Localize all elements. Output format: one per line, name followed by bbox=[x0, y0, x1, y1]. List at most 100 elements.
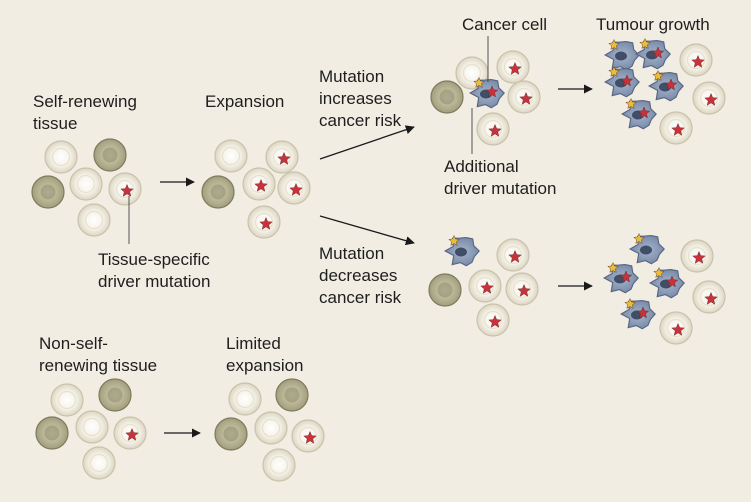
differentiated-cell bbox=[430, 80, 464, 114]
red-star-icon bbox=[488, 314, 502, 328]
red-star-icon bbox=[692, 250, 706, 264]
red-star-icon bbox=[704, 291, 718, 305]
cancer-cell bbox=[603, 65, 640, 98]
cancer-cell bbox=[468, 76, 505, 109]
mutated-cell bbox=[692, 280, 726, 314]
cancer-cell bbox=[647, 69, 684, 102]
arrow-decreases-risk bbox=[319, 215, 415, 246]
arrow-increases-risk bbox=[319, 125, 415, 160]
nucleus bbox=[455, 247, 467, 257]
red-star-icon bbox=[619, 270, 633, 283]
red-star-icon bbox=[665, 275, 679, 288]
differentiated-cell bbox=[98, 378, 132, 412]
mutated-cell bbox=[679, 43, 713, 77]
red-star-icon bbox=[620, 74, 634, 87]
differentiated-cell bbox=[35, 416, 69, 450]
yellow-star-icon bbox=[653, 266, 665, 278]
nucleus bbox=[640, 245, 652, 255]
mutated-cell bbox=[265, 140, 299, 174]
nucleus bbox=[437, 282, 453, 298]
nucleus bbox=[107, 387, 123, 403]
red-star-icon bbox=[519, 91, 533, 105]
mutated-cell bbox=[496, 50, 530, 84]
red-star-icon bbox=[277, 151, 291, 165]
red-star-icon bbox=[125, 427, 139, 441]
nucleus bbox=[615, 51, 627, 61]
cancer-cell bbox=[620, 97, 657, 130]
label-expansion: Expansion bbox=[205, 92, 285, 111]
differentiated-cell bbox=[201, 175, 235, 209]
red-star-icon bbox=[488, 123, 502, 137]
nucleus bbox=[44, 425, 60, 441]
yellow-star-icon bbox=[608, 38, 620, 50]
yellow-star-icon bbox=[448, 234, 460, 246]
mutated-cell bbox=[505, 272, 539, 306]
red-star-icon bbox=[508, 249, 522, 263]
red-star-icon bbox=[671, 122, 685, 136]
mutated-cell bbox=[468, 269, 502, 303]
mutated-cell bbox=[659, 311, 693, 345]
mutated-cell bbox=[659, 111, 693, 145]
yellow-star-icon bbox=[652, 69, 664, 81]
normal-cell bbox=[254, 411, 288, 445]
mutated-cell bbox=[692, 81, 726, 115]
cancer-cell bbox=[619, 297, 656, 330]
nucleus bbox=[102, 147, 118, 163]
red-star-icon bbox=[480, 280, 494, 294]
differentiated-cell bbox=[31, 175, 65, 209]
normal-cell bbox=[44, 140, 78, 174]
yellow-star-icon bbox=[608, 65, 620, 77]
red-star-icon bbox=[637, 106, 651, 119]
differentiated-cell bbox=[93, 138, 127, 172]
differentiated-cell bbox=[275, 378, 309, 412]
normal-cell bbox=[50, 383, 84, 417]
normal-cell bbox=[77, 203, 111, 237]
mutated-cell bbox=[507, 80, 541, 114]
mutated-cell bbox=[680, 239, 714, 273]
cancer-cell bbox=[634, 37, 671, 70]
red-star-icon bbox=[664, 78, 678, 91]
yellow-star-icon bbox=[473, 76, 485, 88]
label-non-self-renewing-tissue: Non-self-renewing tissue bbox=[39, 334, 158, 375]
yellow-star-icon bbox=[607, 261, 619, 273]
red-star-icon bbox=[691, 54, 705, 68]
normal-cell bbox=[69, 167, 103, 201]
mutated-cell bbox=[113, 416, 147, 450]
normal-cell bbox=[228, 382, 262, 416]
cancer-cell bbox=[628, 232, 665, 265]
red-star-icon bbox=[517, 283, 531, 297]
red-star-icon bbox=[289, 182, 303, 196]
red-star-icon bbox=[651, 46, 665, 59]
yellow-star-icon bbox=[639, 37, 651, 49]
nucleus bbox=[439, 89, 455, 105]
red-star-icon bbox=[485, 85, 499, 98]
mutated-cell bbox=[277, 171, 311, 205]
differentiated-cell bbox=[428, 273, 462, 307]
label-cancer-cell: Cancer cell bbox=[462, 15, 548, 34]
red-star-icon bbox=[254, 178, 268, 192]
differentiated-cell bbox=[214, 417, 248, 451]
red-star-icon bbox=[636, 306, 650, 319]
normal-cell bbox=[262, 448, 296, 482]
mutated-cell bbox=[108, 172, 142, 206]
normal-cell bbox=[214, 139, 248, 173]
yellow-star-icon bbox=[624, 297, 636, 309]
mutated-cell bbox=[476, 112, 510, 146]
label-tumour-growth: Tumour growth bbox=[596, 15, 710, 34]
red-star-icon bbox=[120, 183, 134, 197]
nucleus bbox=[284, 387, 300, 403]
cancer-cell bbox=[443, 234, 480, 267]
mutated-cell bbox=[247, 205, 281, 239]
cancer-cell bbox=[648, 266, 685, 299]
yellow-star-icon bbox=[625, 97, 637, 109]
mutated-cell bbox=[242, 167, 276, 201]
yellow-star-icon bbox=[633, 232, 645, 244]
cancer-cell bbox=[603, 38, 640, 71]
red-star-icon bbox=[704, 92, 718, 106]
